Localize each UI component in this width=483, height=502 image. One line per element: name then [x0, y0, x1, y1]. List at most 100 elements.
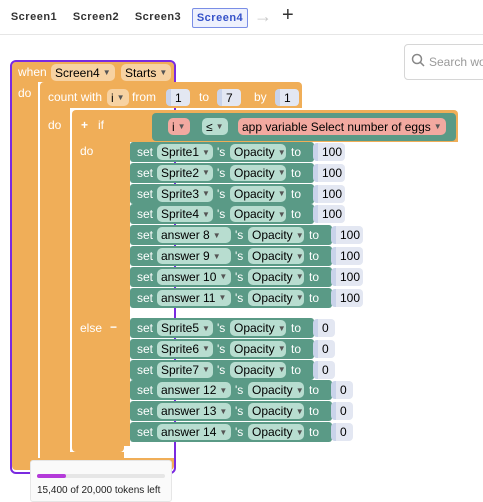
from-value-field[interactable]: 1 — [166, 89, 190, 106]
app-variable-block[interactable]: app variable Select number of eggs▼ — [238, 118, 446, 135]
value-field[interactable]: 100 — [313, 184, 345, 203]
set-keyword: set — [137, 228, 154, 243]
compare-lhs-var[interactable]: i▼ — [168, 118, 190, 135]
value-field[interactable]: 100 — [331, 288, 363, 307]
event-dropdown[interactable]: Starts▼ — [121, 64, 172, 81]
possessive-label: 's — [235, 228, 244, 243]
property-label: Opacity — [252, 290, 293, 305]
add-screen-icon[interactable]: + — [282, 4, 294, 26]
chevron-down-icon: ▼ — [295, 251, 304, 261]
value-field[interactable]: 0 — [331, 423, 353, 441]
app-variable-label: app variable Select number of eggs — [242, 119, 431, 134]
value-field[interactable]: 100 — [331, 267, 363, 286]
set-target-dropdown[interactable]: answer 12▼ — [157, 382, 231, 399]
chevron-down-icon: ▼ — [277, 189, 286, 199]
property-dropdown[interactable]: Opacity▼ — [248, 227, 304, 244]
property-label: Opacity — [234, 165, 275, 180]
set-target-label: answer 8 — [161, 228, 210, 243]
set-target-dropdown[interactable]: Sprite2▼ — [157, 164, 213, 181]
set-target-dropdown[interactable]: answer 9▼ — [157, 248, 231, 264]
property-dropdown[interactable]: Opacity▼ — [248, 403, 304, 420]
set-target-label: Sprite6 — [161, 341, 200, 356]
set-keyword: set — [137, 404, 154, 419]
set-target-dropdown[interactable]: Sprite4▼ — [157, 206, 213, 223]
property-dropdown[interactable]: Opacity▼ — [230, 320, 286, 336]
property-dropdown[interactable]: Opacity▼ — [230, 185, 286, 202]
value-field[interactable]: 100 — [331, 226, 363, 245]
set-target-dropdown[interactable]: Sprite1▼ — [157, 144, 213, 160]
set-target-dropdown[interactable]: Sprite6▼ — [157, 340, 213, 357]
set-keyword: set — [137, 362, 154, 377]
set-target-dropdown[interactable]: answer 14▼ — [157, 424, 231, 440]
set-target-label: answer 12 — [161, 383, 217, 398]
value-field[interactable]: 100 — [331, 247, 363, 265]
chevron-down-icon: ▼ — [295, 293, 304, 303]
set-keyword: set — [137, 341, 154, 356]
property-dropdown[interactable]: Opacity▼ — [248, 248, 304, 264]
set-target-dropdown[interactable]: Sprite5▼ — [157, 320, 213, 336]
to-keyword: to — [309, 269, 320, 284]
chevron-down-icon: ▼ — [102, 68, 111, 77]
value-field[interactable]: 100 — [313, 143, 345, 161]
property-label: Opacity — [252, 269, 293, 284]
set-target-dropdown[interactable]: answer 8▼ — [157, 227, 231, 244]
chevron-down-icon: ▼ — [202, 209, 210, 219]
by-value-field[interactable]: 1 — [275, 89, 299, 106]
to-keyword: to — [291, 207, 302, 222]
property-dropdown[interactable]: Opacity▼ — [230, 164, 286, 181]
chevron-down-icon: ▼ — [212, 230, 221, 240]
value-field[interactable]: 0 — [313, 319, 335, 337]
to-value-field[interactable]: 7 — [217, 89, 241, 106]
mutator-minus-icon[interactable]: − — [110, 320, 118, 334]
set-target-dropdown[interactable]: Sprite3▼ — [157, 185, 213, 202]
set-keyword: set — [137, 290, 154, 305]
chevron-down-icon: ▼ — [219, 427, 228, 437]
set-target-dropdown[interactable]: answer 13▼ — [157, 403, 231, 420]
property-dropdown[interactable]: Opacity▼ — [230, 144, 286, 160]
chevron-down-icon: ▼ — [202, 344, 210, 354]
value-field[interactable]: 0 — [331, 402, 353, 421]
property-dropdown[interactable]: Opacity▼ — [230, 361, 286, 378]
value-field[interactable]: 0 — [313, 360, 335, 379]
property-dropdown[interactable]: Opacity▼ — [248, 382, 304, 399]
set-target-dropdown[interactable]: answer 10▼ — [157, 268, 231, 285]
value-field[interactable]: 100 — [313, 205, 345, 224]
property-dropdown[interactable]: Opacity▼ — [248, 424, 304, 440]
value-field[interactable]: 100 — [313, 163, 345, 182]
compare-lhs-label: i — [172, 119, 175, 134]
from-keyword: from — [132, 90, 156, 104]
tab-screen1[interactable]: Screen1 — [10, 11, 58, 23]
property-label: Opacity — [252, 228, 293, 243]
search-box[interactable]: Search wo — [404, 44, 483, 80]
arrow-right-icon: → — [254, 6, 272, 26]
compare-operator-dropdown[interactable]: ≤▼ — [202, 118, 228, 135]
chevron-down-icon: ▼ — [177, 122, 186, 131]
property-dropdown[interactable]: Opacity▼ — [248, 268, 304, 285]
set-target-dropdown[interactable]: answer 11▼ — [157, 289, 231, 306]
property-dropdown[interactable]: Opacity▼ — [230, 206, 286, 223]
by-keyword: by — [254, 90, 267, 104]
value-field[interactable]: 0 — [313, 339, 335, 358]
set-keyword: set — [137, 207, 154, 222]
screen-dropdown[interactable]: Screen4▼ — [51, 64, 115, 81]
to-keyword: to — [291, 341, 302, 356]
possessive-label: 's — [235, 249, 244, 263]
chevron-down-icon: ▼ — [277, 209, 286, 219]
screen-tabs-bar: Screen1 Screen2 Screen3 Screen4 → + — [0, 0, 483, 35]
tab-screen3[interactable]: Screen3 — [134, 11, 182, 23]
possessive-label: 's — [235, 404, 244, 419]
loop-var-dropdown[interactable]: i▼ — [107, 89, 129, 106]
property-dropdown[interactable]: Opacity▼ — [230, 340, 286, 357]
to-keyword: to — [291, 145, 302, 159]
token-progress-fill — [37, 474, 67, 478]
property-label: Opacity — [234, 341, 275, 356]
set-target-dropdown[interactable]: Sprite7▼ — [157, 361, 213, 378]
property-dropdown[interactable]: Opacity▼ — [248, 289, 304, 306]
chevron-down-icon: ▼ — [202, 147, 210, 157]
property-label: Opacity — [234, 186, 275, 201]
mutator-plus-icon[interactable]: + — [81, 118, 89, 132]
tab-screen2[interactable]: Screen2 — [72, 11, 120, 23]
compare-operator-label: ≤ — [206, 119, 213, 134]
tab-screen4[interactable]: Screen4 — [192, 8, 248, 28]
value-field[interactable]: 0 — [331, 381, 353, 400]
